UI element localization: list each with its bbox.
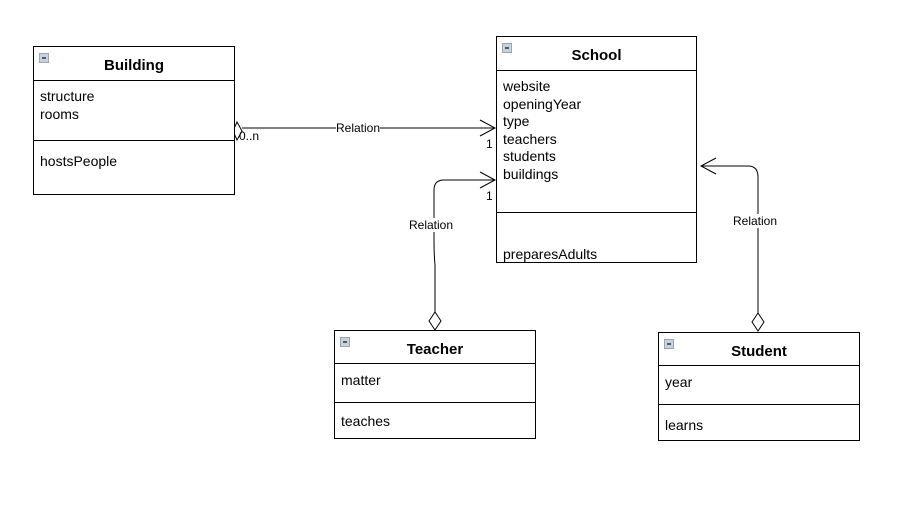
class-header: Student [659,333,859,366]
aggregation-diamond-icon [232,120,243,142]
attribute: year [665,374,693,390]
relation-student-school[interactable] [699,157,765,332]
relation-label-student-school: Relation [733,214,778,228]
collapse-icon[interactable] [340,337,350,347]
attribute: matter [341,372,381,388]
methods-section: preparesAdults [497,212,696,264]
class-name: Student [731,343,787,360]
relation-label-teacher-school: Relation [409,218,454,232]
arrowhead-icon [479,171,497,189]
methods-section: teaches [335,402,535,431]
methods-section: hostsPeople [34,140,234,171]
attribute: teachers [503,130,557,147]
attributes-section: year [659,366,859,404]
arrowhead-icon [479,119,497,137]
attribute: structure [40,88,95,104]
class-building[interactable]: Building structure rooms hostsPeople [33,46,235,195]
class-header: School [497,37,696,71]
multiplicity-building-target: 1 [486,137,493,151]
attribute: buildings [503,165,559,182]
class-school[interactable]: School website openingYear type teachers… [496,36,697,263]
attribute: rooms [40,105,79,122]
arrowhead-icon [699,157,717,175]
class-header: Building [34,47,234,81]
relation-teacher-school[interactable] [428,171,497,331]
attributes-section: website openingYear type teachers studen… [497,71,696,212]
class-name: School [571,47,622,64]
collapse-icon[interactable] [664,339,674,349]
relation-label-building-school: Relation [336,121,381,135]
method: teaches [341,413,391,429]
multiplicity-building-source: 0..n [239,129,260,143]
class-student[interactable]: Student year learns [658,332,860,441]
method: hostsPeople [40,153,118,169]
aggregation-diamond-icon [751,312,765,332]
method: preparesAdults [503,246,598,262]
class-header: Teacher [335,331,535,364]
multiplicity-teacher-target: 1 [486,189,493,203]
aggregation-diamond-icon [428,311,442,331]
attribute: openingYear [503,95,582,112]
collapse-icon[interactable] [39,53,49,63]
class-name: Teacher [406,341,464,358]
attributes-section: matter [335,364,535,402]
methods-section: learns [659,404,859,435]
attributes-section: structure rooms [34,81,234,140]
method: learns [665,417,704,433]
collapse-icon[interactable] [502,43,512,53]
class-teacher[interactable]: Teacher matter teaches [334,330,536,439]
attribute: website [503,78,551,94]
attribute: students [503,148,556,164]
attribute: type [503,113,530,129]
class-name: Building [104,57,164,74]
